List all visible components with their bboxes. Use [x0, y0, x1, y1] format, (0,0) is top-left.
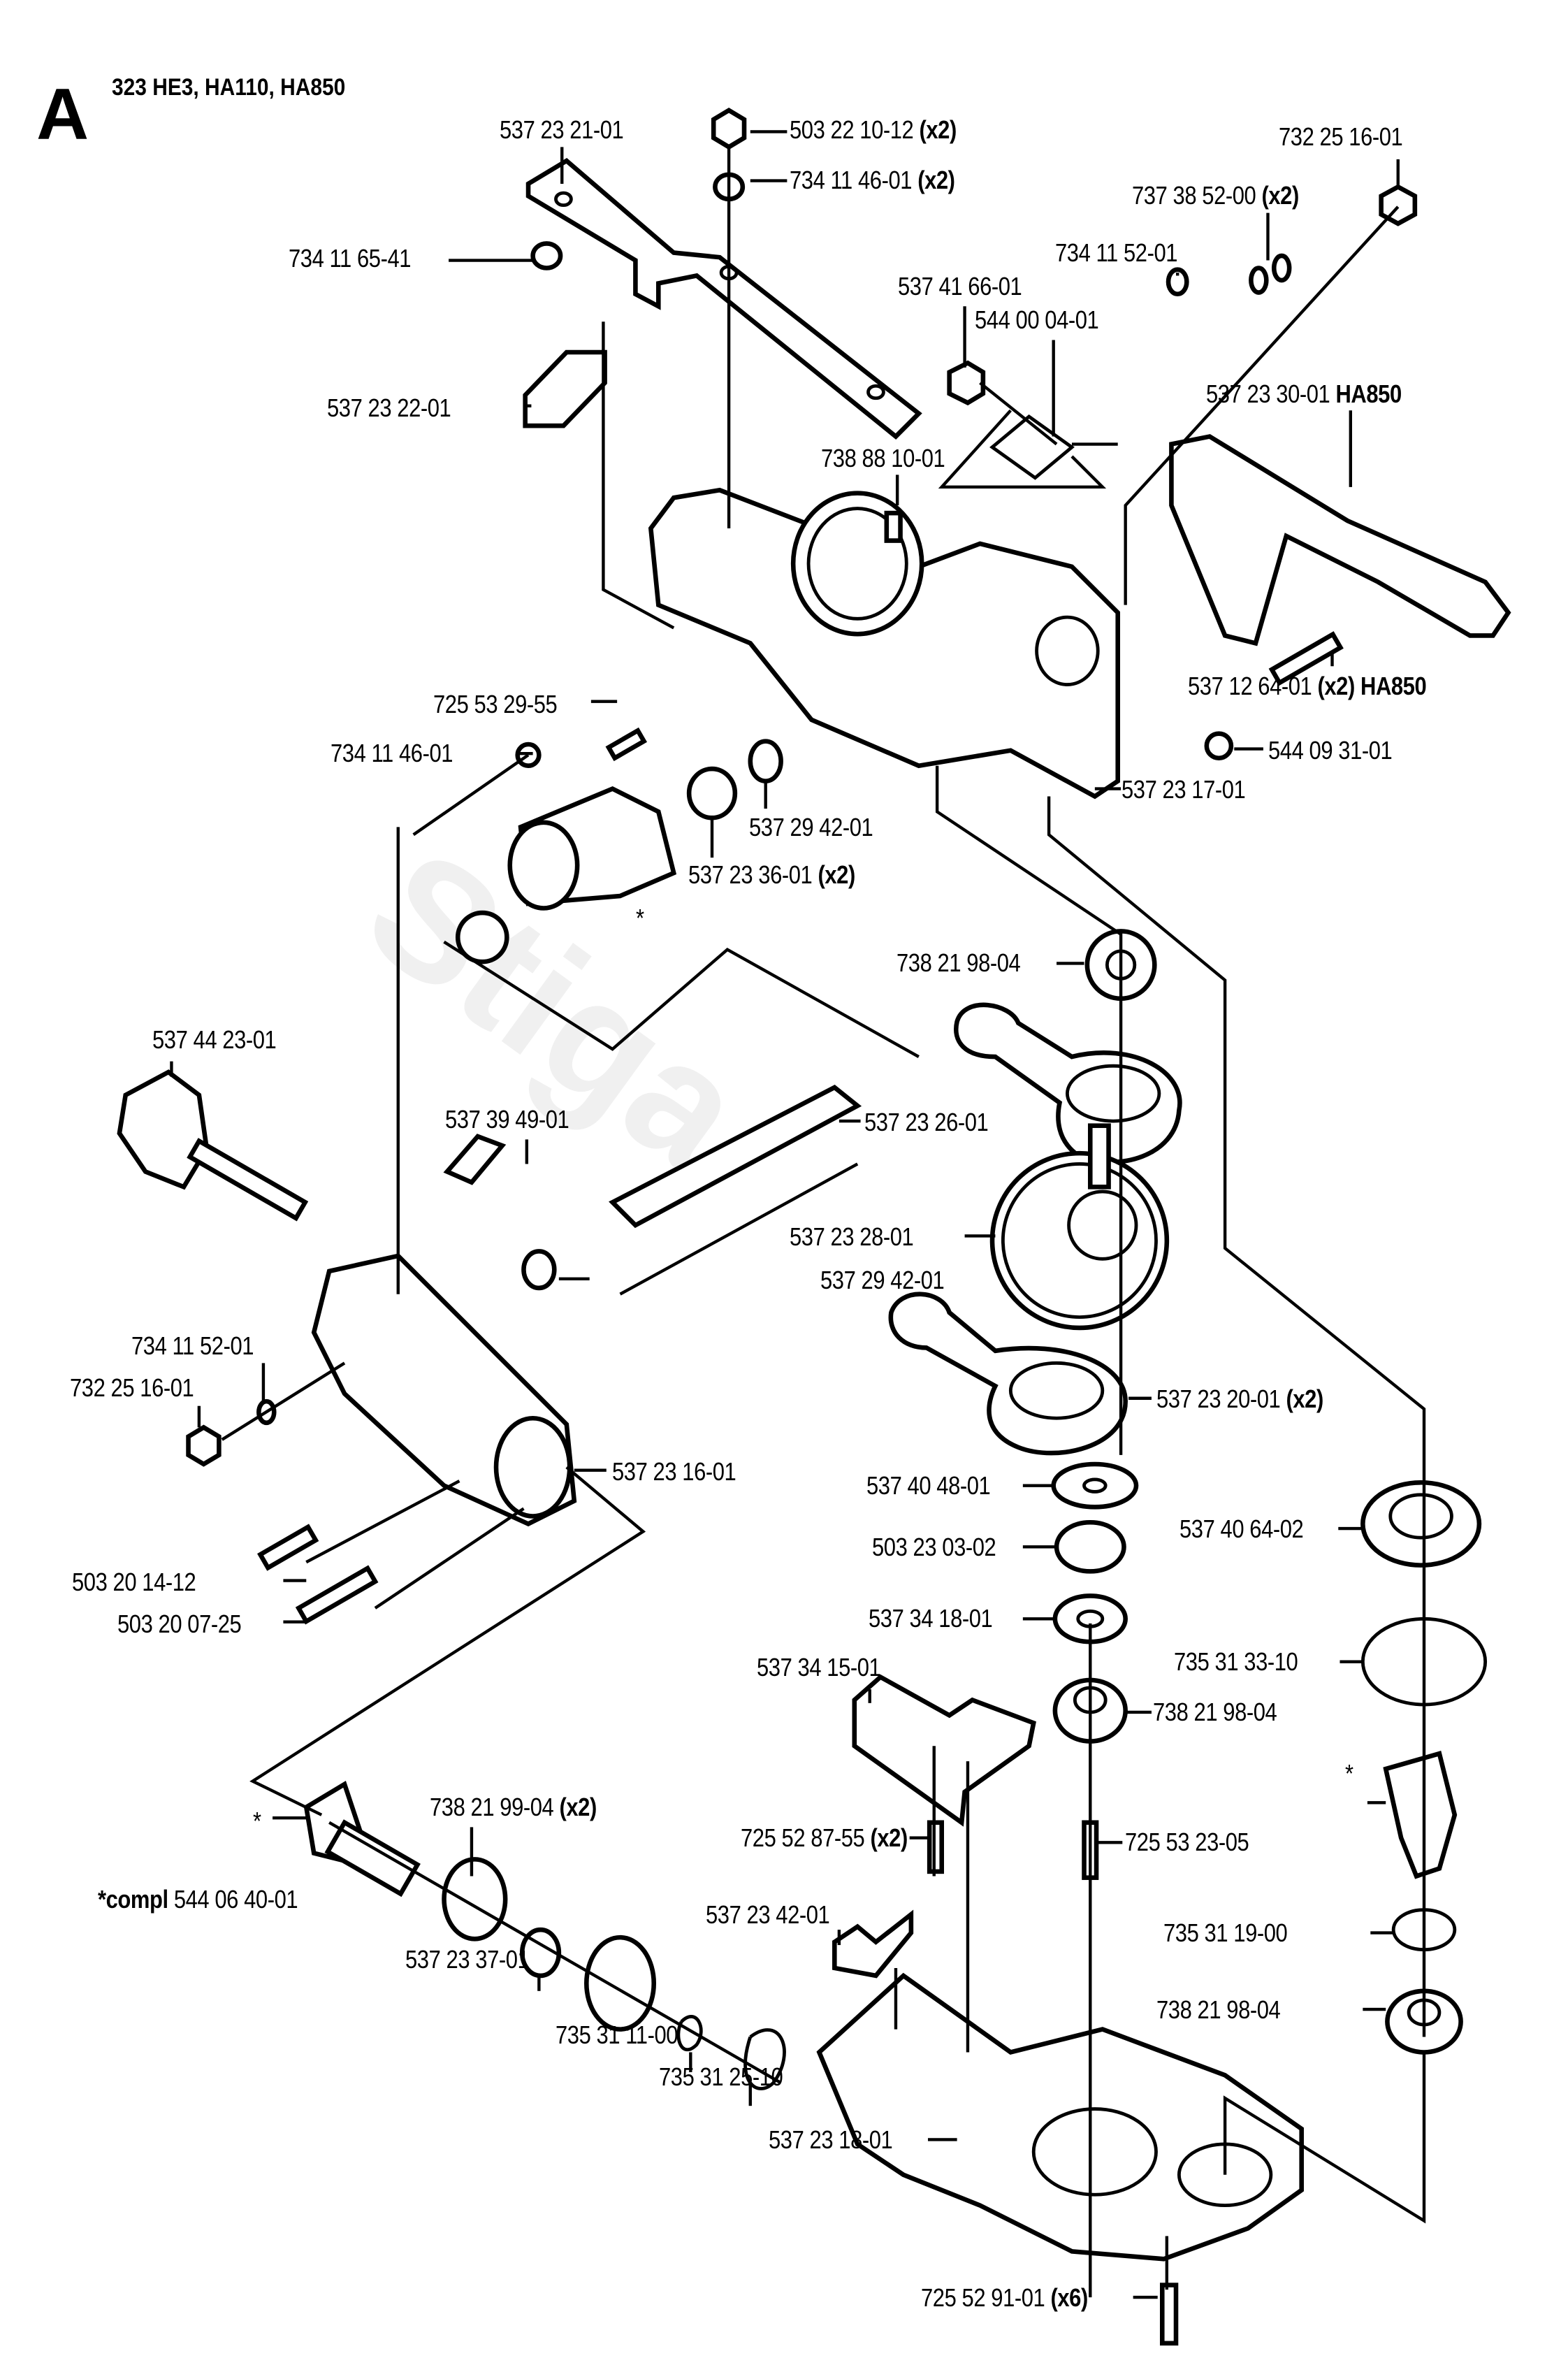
pin-part — [1204, 731, 1234, 761]
part-label[interactable]: 537 23 28-01 — [790, 1222, 914, 1251]
pinion-part — [1383, 1751, 1458, 1879]
grease-nipple-part — [884, 510, 903, 543]
part-label[interactable]: 537 41 66-01 — [898, 272, 1022, 301]
part-label[interactable]: 732 25 16-01 — [70, 1373, 194, 1402]
part-label[interactable]: 734 11 52-01 — [1055, 238, 1178, 267]
screw-part — [1268, 631, 1344, 686]
block-part — [523, 349, 607, 428]
part-label[interactable]: 725 52 87-55 (x2) — [741, 1823, 908, 1852]
part-label[interactable]: 537 23 37-01 — [405, 1945, 530, 1974]
gear-housing-part — [648, 487, 1121, 800]
model-list: 323 HE3, HA110, HA850 — [112, 74, 346, 101]
part-label[interactable]: *compl 544 06 40-01 — [98, 1885, 298, 1914]
part-label[interactable]: 738 88 10-01 — [821, 444, 945, 472]
crank-arm-part — [954, 1002, 1182, 1164]
part-label[interactable]: 737 38 52-00 (x2) — [1132, 181, 1299, 210]
part-label[interactable]: 537 23 42-01 — [706, 1900, 830, 1929]
part-label[interactable]: 738 21 98-04 — [896, 948, 1021, 977]
part-label[interactable]: 537 23 22-01 — [327, 393, 451, 422]
section-letter: A — [36, 74, 89, 155]
handle-part — [1169, 434, 1511, 646]
part-label[interactable]: 725 53 23-05 — [1125, 1828, 1249, 1856]
part-label[interactable]: 537 23 21-01 — [500, 115, 624, 144]
part-label[interactable]: 537 23 26-01 — [864, 1108, 989, 1136]
part-label[interactable]: 544 00 04-01 — [975, 305, 1099, 334]
part-label[interactable]: 537 44 23-01 — [152, 1025, 277, 1054]
part-label[interactable]: 537 23 20-01 (x2) — [1156, 1384, 1323, 1413]
part-label[interactable]: 537 23 17-01 — [1121, 775, 1246, 804]
part-label[interactable]: 537 29 42-01 — [749, 813, 873, 841]
part-label[interactable]: 537 23 18-01 — [769, 2125, 893, 2154]
part-label[interactable]: 503 22 10-12 (x2) — [790, 115, 957, 144]
part-label[interactable]: 734 11 46-01 — [331, 739, 453, 767]
part-label[interactable]: 537 34 18-01 — [869, 1604, 993, 1633]
part-label[interactable]: 537 39 49-01 — [445, 1105, 569, 1134]
spur-gear-part — [989, 1150, 1170, 1331]
plug-part — [947, 360, 986, 406]
part-label[interactable]: 537 40 48-01 — [866, 1471, 991, 1500]
part-label[interactable]: 537 29 42-01 — [820, 1266, 945, 1294]
part-label[interactable]: 738 21 99-04 (x2) — [430, 1793, 597, 1821]
part-label[interactable]: 734 11 65-41 — [289, 244, 412, 273]
asterisk-mark: * — [253, 1807, 261, 1835]
part-label[interactable]: 537 23 36-01 (x2) — [688, 860, 855, 889]
part-label[interactable]: 503 23 03-02 — [872, 1533, 996, 1561]
part-label[interactable]: 537 34 15-01 — [757, 1653, 881, 1682]
part-label[interactable]: 725 53 29-55 — [433, 690, 558, 718]
part-label[interactable]: 537 23 16-01 — [612, 1457, 736, 1486]
spacer-part — [832, 1909, 914, 1979]
part-label[interactable]: 544 09 31-01 — [1268, 736, 1393, 765]
part-label[interactable]: 734 11 52-01 — [131, 1331, 254, 1360]
part-label[interactable]: 734 11 46-01 (x2) — [790, 166, 955, 194]
key-part — [443, 1134, 507, 1185]
part-label[interactable]: 537 40 64-02 — [1179, 1514, 1304, 1543]
part-label[interactable]: 503 20 07-25 — [117, 1610, 242, 1638]
part-label[interactable]: 738 21 98-04 — [1156, 1995, 1281, 2024]
clip-part — [989, 414, 1075, 480]
part-label[interactable]: 735 31 11-00 — [556, 2020, 678, 2049]
leader-lines — [170, 130, 1400, 2299]
cover-bracket-part — [852, 1674, 1036, 1827]
asterisk-mark: * — [636, 904, 644, 932]
asterisk-mark: * — [1345, 1759, 1353, 1788]
part-label[interactable]: 537 23 30-01 HA850 — [1206, 379, 1402, 408]
knob-part — [117, 1069, 210, 1190]
part-label[interactable]: 503 20 14-12 — [72, 1568, 196, 1596]
part-label[interactable]: 725 52 91-01 (x6) — [921, 2283, 1088, 2312]
part-label[interactable]: 537 12 64-01 (x2) HA850 — [1188, 672, 1427, 700]
part-label[interactable]: 735 31 25-10 — [659, 2062, 783, 2091]
part-label[interactable]: 735 31 33-10 — [1174, 1647, 1298, 1676]
drive-shaft-part — [609, 1084, 862, 1229]
part-label[interactable]: 738 21 98-04 — [1153, 1698, 1277, 1726]
part-label[interactable]: 735 31 19-00 — [1163, 1918, 1288, 1947]
part-label[interactable]: 732 25 16-01 — [1279, 122, 1403, 151]
nut-part — [711, 107, 747, 150]
bearing-part — [1360, 1480, 1482, 1568]
